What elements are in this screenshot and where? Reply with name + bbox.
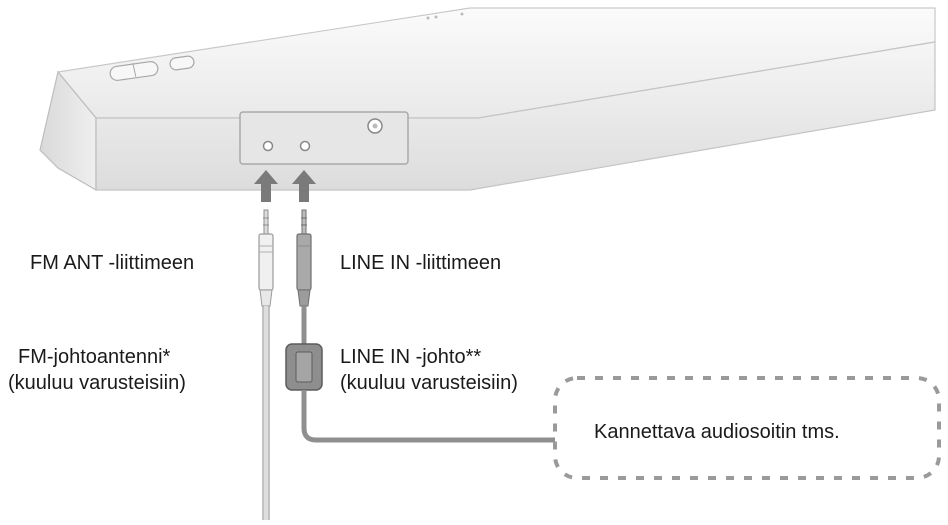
portable-player-label: Kannettava audiosoitin tms.	[594, 421, 840, 443]
speaker-device	[39, 7, 936, 192]
power-button	[169, 55, 195, 71]
jack-panel	[239, 111, 409, 165]
fm-ant-port-label: FM ANT -liittimeen	[30, 252, 195, 274]
line-in-jack	[299, 140, 311, 152]
arrow-fm-ant	[254, 170, 278, 202]
line-in-port-label: LINE IN -liittimeen	[340, 252, 502, 274]
device-left-end	[39, 70, 97, 192]
line-in-plug	[296, 209, 312, 307]
fm-ant-jack	[262, 140, 274, 152]
fm-antenna-label-line2: (kuuluu varusteisiin)	[8, 372, 186, 394]
portable-player-box	[553, 376, 941, 480]
fm-antenna-plug	[258, 209, 274, 307]
line-in-cable-label-line2: (kuuluu varusteisiin)	[340, 372, 518, 394]
fm-antenna-wire	[262, 306, 270, 520]
line-in-cable	[285, 306, 560, 443]
line-in-cable-label-line1: LINE IN -johto**	[340, 346, 482, 368]
arrow-line-in	[292, 170, 316, 202]
fm-antenna-label-line1: FM-johtoantenni*	[18, 346, 171, 368]
